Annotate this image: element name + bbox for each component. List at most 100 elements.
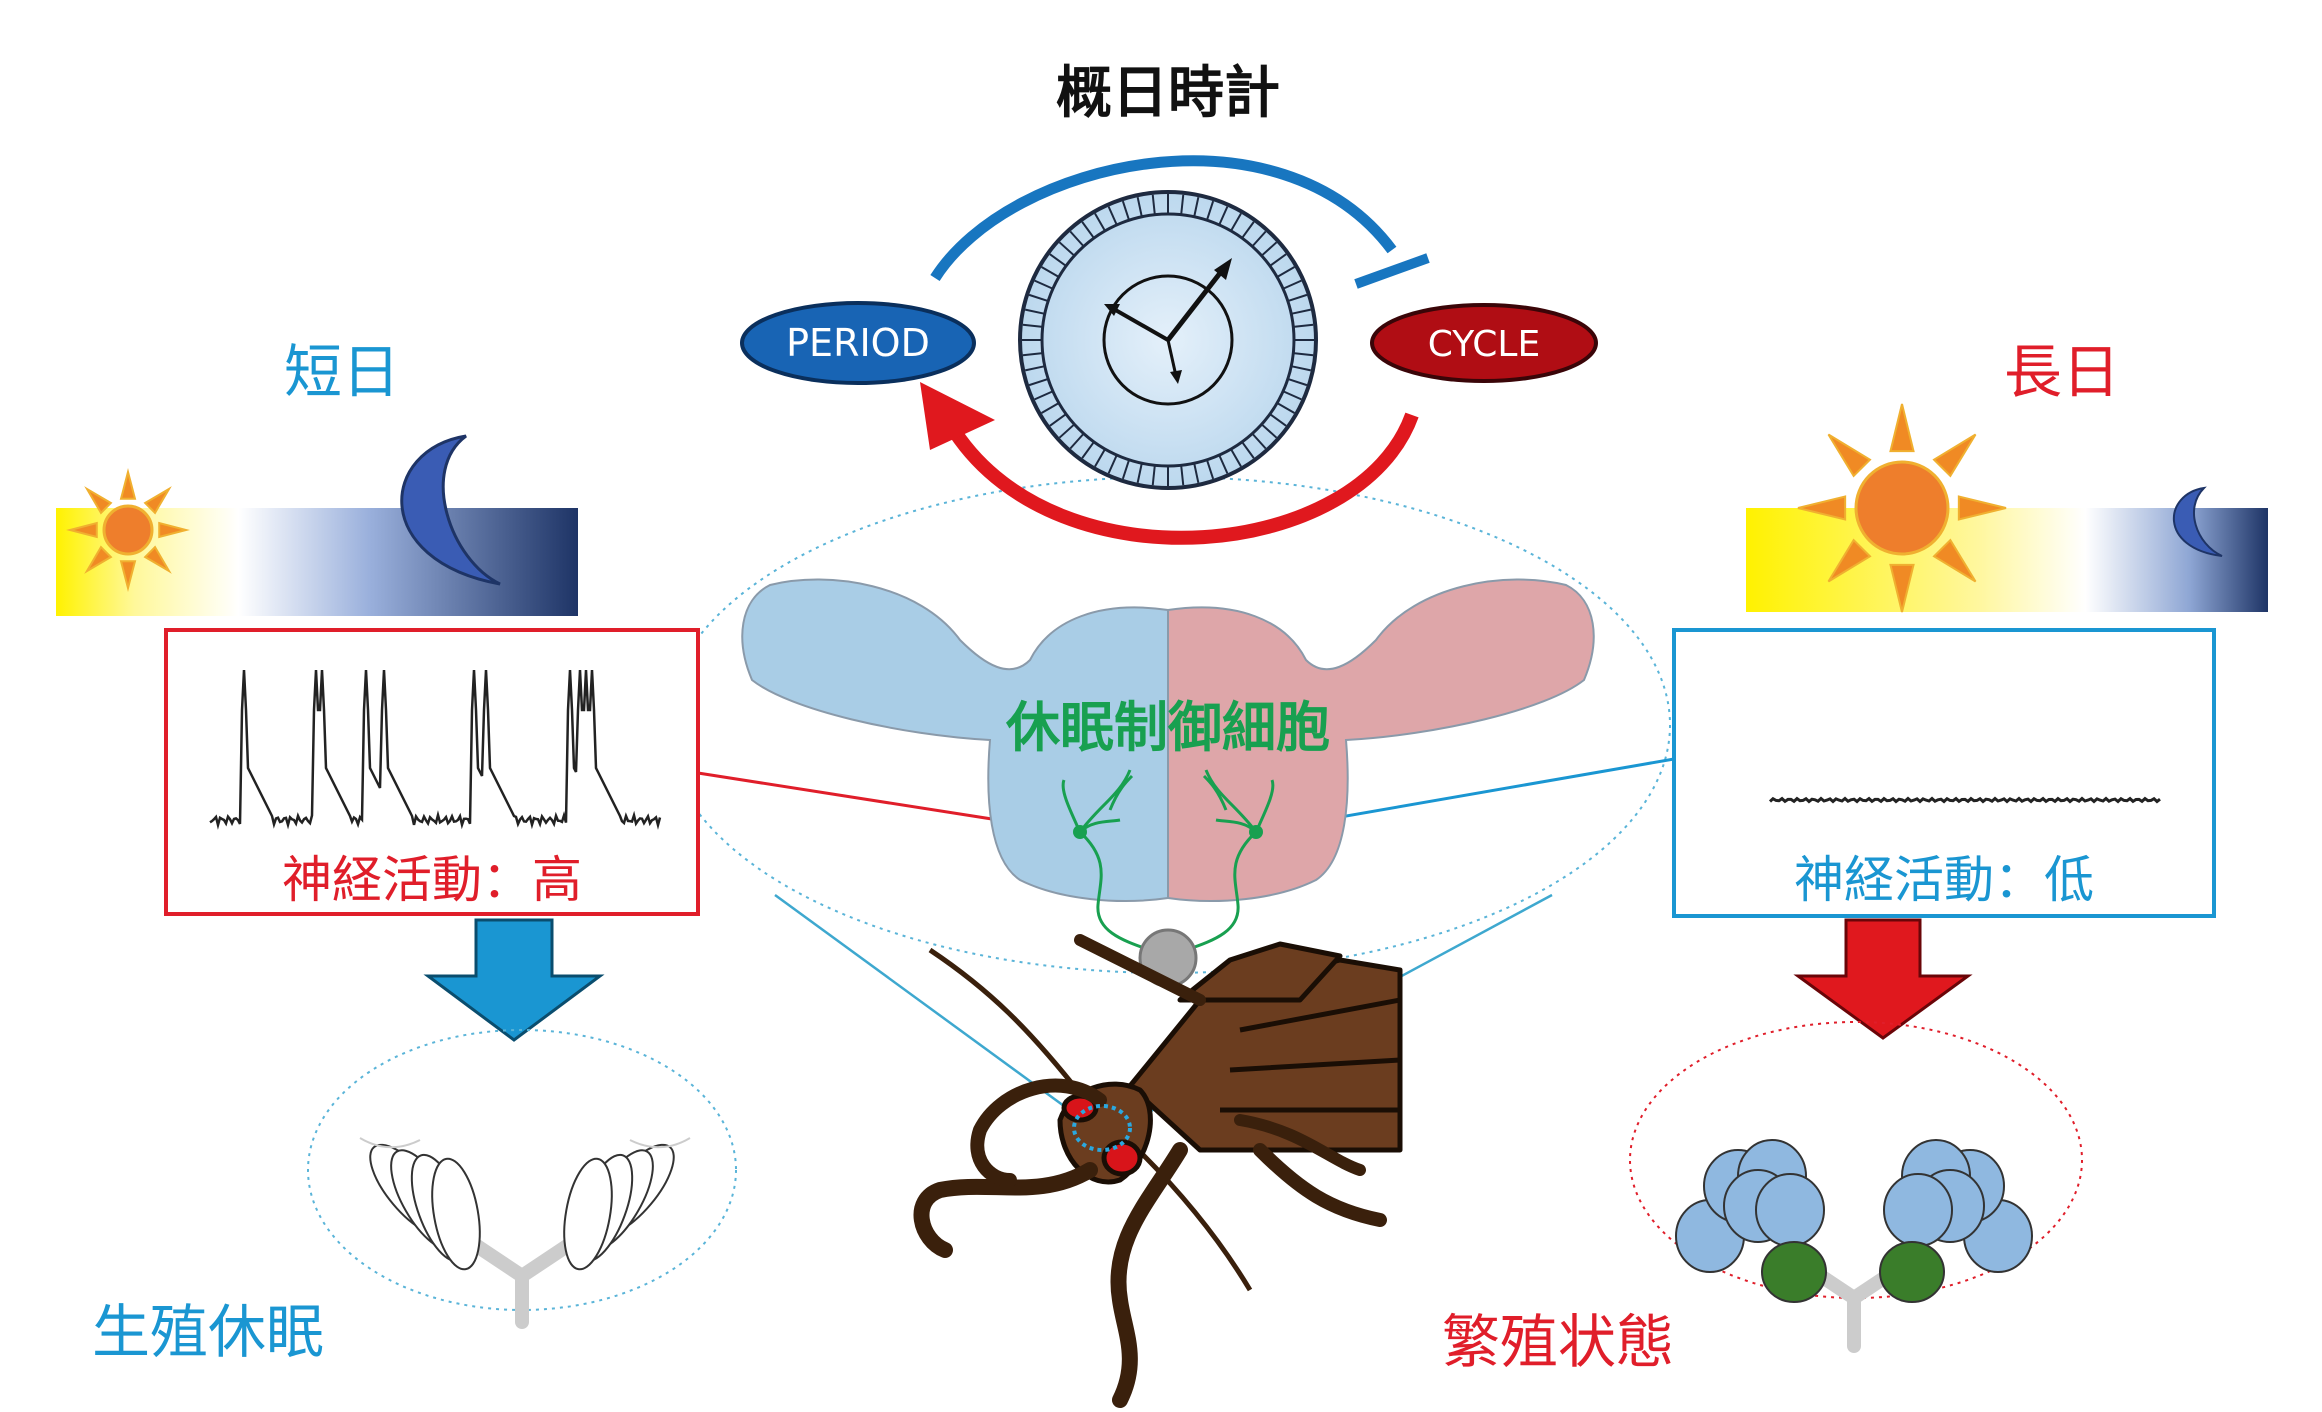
activity-label-high: 神経活動：高: [282, 851, 582, 909]
clock-tick: [1218, 206, 1229, 226]
sun-ray: [84, 545, 113, 574]
clock-tick: [1180, 465, 1185, 486]
clock-tick: [1136, 196, 1143, 217]
brain-location-marker: [1072, 1104, 1132, 1152]
dormancy-cell-label: 休眠制御細胞: [1005, 696, 1330, 759]
sun-disc: [102, 504, 154, 556]
down-arrow-blue: [423, 918, 605, 1042]
clock-tick: [1058, 423, 1076, 439]
clock-tick: [1022, 352, 1043, 357]
clock-tick: [1121, 459, 1131, 480]
long-day-label: 長日: [2004, 338, 2120, 406]
spike-trace-high: [209, 669, 662, 830]
clock-tick: [1287, 293, 1308, 303]
dormancy-cell-left: [1073, 825, 1087, 839]
clock-tick: [1291, 308, 1312, 315]
sun-ray: [143, 545, 172, 574]
cycle-node: CYCLE: [1370, 303, 1598, 383]
inhibition-bar: [1354, 253, 1430, 289]
activation-arc: [949, 412, 1419, 545]
clock-tick: [1230, 213, 1242, 232]
clock-tick: [1205, 200, 1215, 221]
activity-box-high: [164, 628, 700, 916]
clock-tick: [1241, 221, 1255, 239]
sun-icon-large: [1797, 403, 2007, 613]
short-day-label: 短日: [284, 338, 400, 406]
clock-tick: [1293, 352, 1314, 357]
clock-tick: [1293, 323, 1314, 328]
clock-tick: [1269, 413, 1287, 427]
sun-ray: [84, 486, 113, 515]
sun-icon-small: [66, 468, 190, 592]
reproductive-state-label: 繁殖状態: [1442, 1308, 1674, 1376]
clock-tick: [1276, 266, 1295, 278]
activity-box-low: [1672, 628, 2216, 918]
dormancy-cell-right: [1249, 825, 1263, 839]
activity-label-low: 神経活動：低: [1794, 851, 2094, 909]
sun-ray: [1797, 495, 1847, 521]
clock-tick: [1276, 402, 1295, 414]
sun-ray: [66, 521, 98, 539]
dormant-state-label: 生殖休眠: [92, 1298, 324, 1366]
egg-developing: [1761, 1241, 1827, 1303]
reproductive-ovary-icon: [1675, 1139, 2033, 1353]
flat-trace-low: [1768, 796, 2161, 804]
clock-tick: [1028, 293, 1049, 303]
clock-tick: [1260, 423, 1278, 439]
sun-ray: [1957, 495, 2007, 521]
clock-tick: [1049, 253, 1067, 267]
egg-dormant: [431, 1157, 481, 1271]
activation-arrowhead: [920, 382, 995, 450]
clock-tick: [1287, 377, 1308, 387]
sun-disc: [1854, 460, 1950, 556]
dormancy-neurons: [1061, 769, 1275, 952]
sun-ray: [1827, 538, 1872, 583]
clock-tick: [1282, 390, 1302, 401]
egg-mature: [1755, 1173, 1825, 1247]
clock-tick: [1193, 196, 1200, 217]
clock-tick: [1251, 230, 1267, 248]
insect-illustration: [913, 934, 1403, 1408]
sun-ray: [158, 521, 190, 539]
clock-tick: [1022, 323, 1043, 328]
sun-ray: [1932, 433, 1977, 478]
period-node: PERIOD: [740, 301, 976, 385]
clock-tick: [1081, 221, 1095, 239]
brain-left-hemisphere: [741, 578, 1169, 902]
clock-tick: [1107, 454, 1118, 474]
clock-tick: [1041, 266, 1060, 278]
clock-tick: [1024, 365, 1045, 372]
clock-tick: [1028, 377, 1049, 387]
clock-tick: [1151, 194, 1156, 215]
moon-icon-small: [2172, 486, 2223, 557]
clock-tick: [1260, 241, 1278, 257]
sun-ray: [1889, 403, 1915, 453]
egg-developing: [1879, 1241, 1945, 1303]
sun-ray: [1827, 433, 1872, 478]
sun-ray: [1932, 538, 1977, 583]
clock-tick: [1049, 413, 1067, 427]
egg-dormant: [563, 1157, 613, 1271]
clock-tick: [1034, 390, 1054, 401]
brain-right-hemisphere: [1167, 578, 1595, 902]
clock-tick: [1041, 402, 1060, 414]
clock-tick: [1069, 432, 1085, 450]
clock-tick: [1269, 253, 1287, 267]
clock-tick: [1094, 448, 1106, 467]
clock-tick: [1151, 465, 1156, 486]
sun-ray: [119, 560, 137, 592]
cycle-label: CYCLE: [1428, 324, 1540, 365]
clock-tick: [1241, 441, 1255, 459]
sun-ray: [143, 486, 172, 515]
sun-ray: [119, 468, 137, 500]
clock-tick: [1282, 279, 1302, 290]
clock-icon: [1018, 190, 1318, 490]
clock-tick: [1193, 463, 1200, 484]
clock-tick: [1136, 463, 1143, 484]
clock-tick: [1121, 200, 1131, 221]
clock-tick: [1058, 241, 1076, 257]
clock-tick: [1230, 448, 1242, 467]
sun-ray: [1889, 563, 1915, 613]
clock-tick: [1034, 279, 1054, 290]
